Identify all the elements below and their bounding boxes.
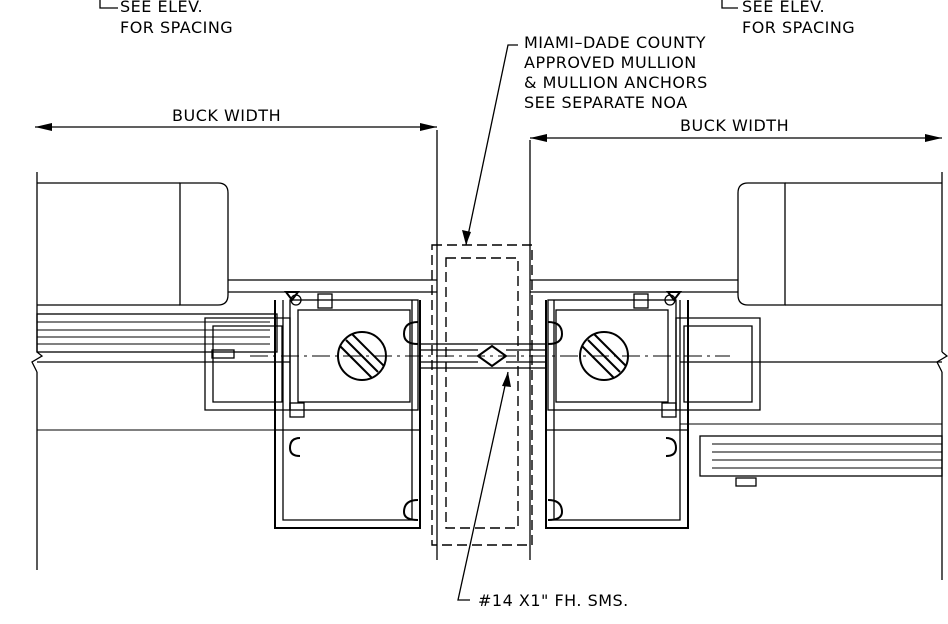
note-right-spacing: SEE ELEV. FOR SPACING [721, 0, 855, 37]
glazing-right [699, 435, 943, 487]
fastener-centerline [250, 343, 730, 369]
dimension-buck-width-left: BUCK WIDTH [35, 106, 437, 131]
wall-left [31, 130, 438, 570]
note-screw: #14 X1" FH. SMS. [457, 371, 629, 610]
trim-block-right [530, 182, 942, 306]
note-mullion-line4: SEE SEPARATE NOA [524, 93, 688, 112]
frame-extrusion-right [545, 291, 761, 529]
wall-right [529, 140, 948, 580]
note-mullion-line3: & MULLION ANCHORS [524, 73, 708, 92]
dimension-buck-width-right: BUCK WIDTH [530, 116, 942, 142]
note-right-line1: SEE ELEV. [742, 0, 825, 16]
frame-extrusion-left [204, 291, 421, 529]
glazing-left [36, 313, 278, 359]
note-left-line1: SEE ELEV. [120, 0, 203, 16]
note-right-line2: FOR SPACING [742, 18, 855, 37]
buck-width-left-label: BUCK WIDTH [172, 106, 281, 125]
note-mullion-line1: MIAMI–DADE COUNTY [524, 33, 706, 52]
trim-block-left [37, 182, 437, 306]
screw-callout-label: #14 X1" FH. SMS. [478, 591, 629, 610]
buck-width-right-label: BUCK WIDTH [680, 116, 789, 135]
note-left-spacing: SEE ELEV. FOR SPACING [99, 0, 233, 37]
note-mullion-approval: MIAMI–DADE COUNTY APPROVED MULLION & MUL… [462, 33, 708, 246]
mullion-outline [431, 244, 533, 546]
note-mullion-line2: APPROVED MULLION [524, 53, 697, 72]
note-left-line2: FOR SPACING [120, 18, 233, 37]
